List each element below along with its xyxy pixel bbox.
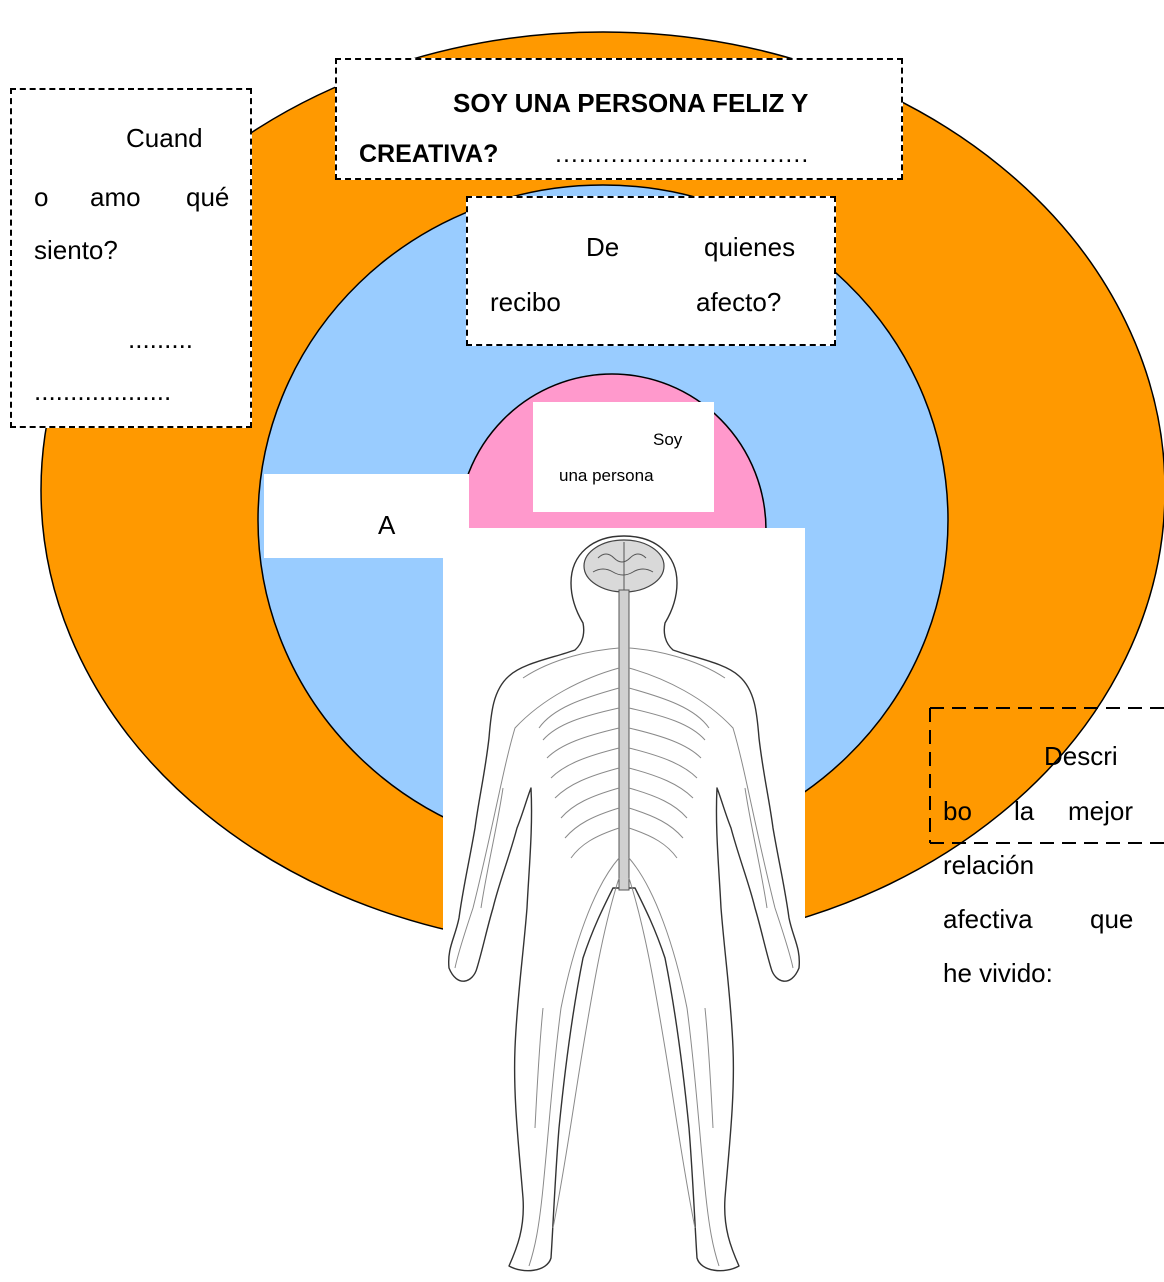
left-answer-dots-1: .........: [128, 324, 193, 355]
title-line-2: CREATIVA?: [359, 140, 498, 169]
left-answer-dots-2: ...................: [34, 376, 171, 407]
a-label-box: A: [264, 474, 469, 558]
right-question-word-bo: bo: [943, 796, 972, 827]
center-question-word-quienes: quienes: [704, 232, 795, 263]
center-question-word-de: De: [586, 232, 619, 263]
love-feeling-question-box: Cuand o amo qué siento? ......... ......…: [10, 88, 252, 428]
right-question-line-1: Descri: [1044, 741, 1118, 772]
human-nervous-system-icon: [443, 528, 805, 1277]
left-question-word-amo: amo: [90, 182, 141, 213]
left-question-word-que: qué: [186, 182, 229, 213]
center-question-word-afecto: afecto?: [696, 287, 781, 318]
right-question-word-que: que: [1090, 904, 1133, 935]
title-answer-dots: ................................: [555, 140, 809, 169]
spinal-cord: [619, 590, 629, 890]
right-question-word-la: la: [1014, 796, 1034, 827]
right-question-line-5: he vivido:: [943, 958, 1053, 989]
best-relationship-question-box: Descri bo la mejor relación afectiva que…: [928, 708, 1164, 843]
una-persona-label: una persona: [559, 466, 654, 486]
nervous-system-figure: [443, 528, 805, 1277]
soy-una-persona-box: Soy una persona: [533, 402, 714, 512]
right-question-line-3: relación: [943, 850, 1034, 881]
right-question-word-afectiva: afectiva: [943, 904, 1033, 935]
left-question-line-1: Cuand: [126, 123, 203, 154]
right-question-word-mejor: mejor: [1068, 796, 1133, 827]
soy-label: Soy: [653, 430, 682, 450]
left-question-line-3: siento?: [34, 235, 118, 266]
title-question-box: SOY UNA PERSONA FELIZ Y CREATIVA? ......…: [335, 58, 903, 180]
left-question-word-o: o: [34, 182, 48, 213]
a-label: A: [378, 510, 395, 541]
center-question-word-recibo: recibo: [490, 287, 561, 318]
affection-source-question-box: De quienes recibo afecto?: [466, 196, 836, 346]
title-line-1: SOY UNA PERSONA FELIZ Y: [453, 88, 808, 119]
